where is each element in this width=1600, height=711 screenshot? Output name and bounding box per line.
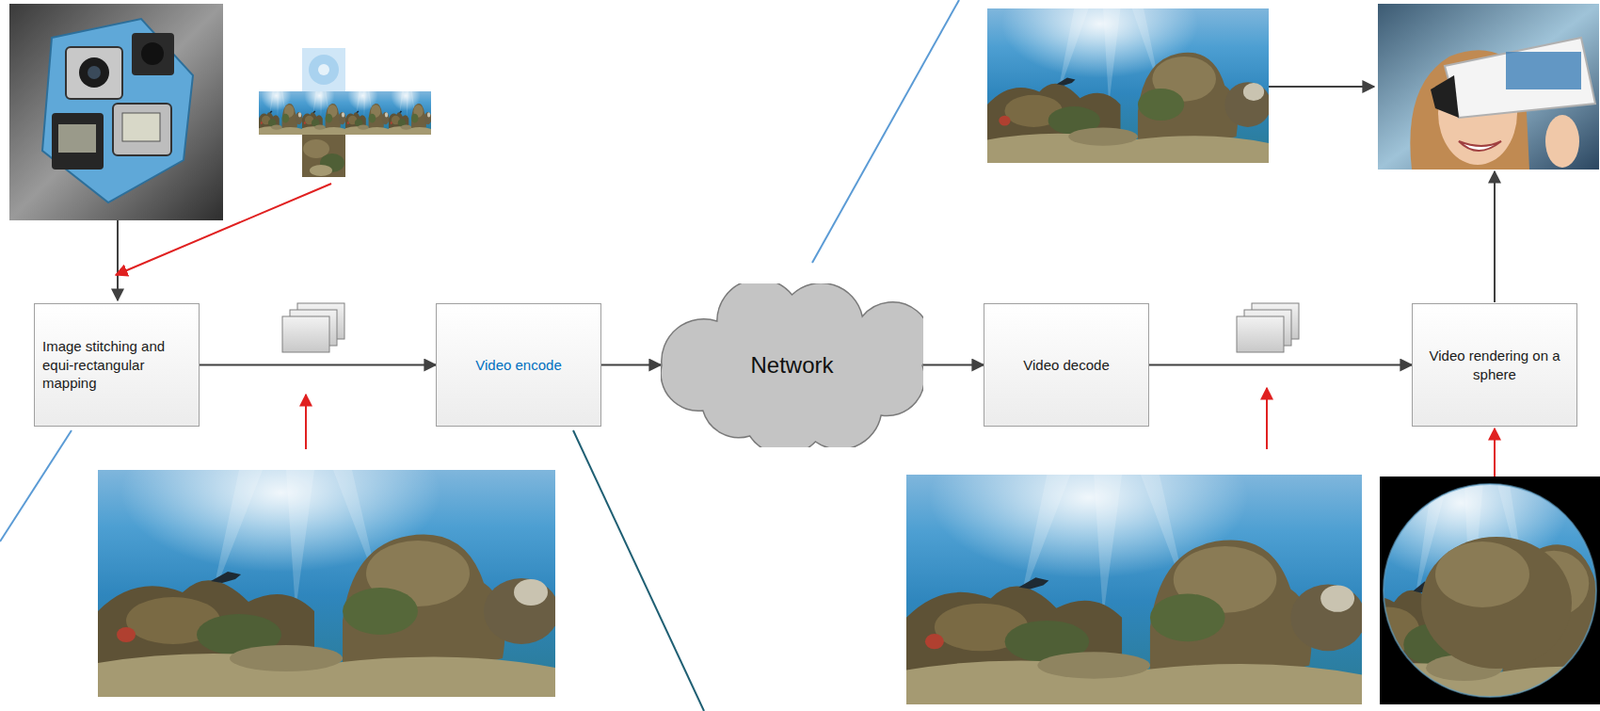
flow-arrow <box>923 364 984 367</box>
red-pointer <box>1265 387 1268 449</box>
flow-arrow <box>1493 171 1496 303</box>
flow-arrow <box>1268 85 1375 88</box>
node-label: Video encode <box>475 355 561 375</box>
red-pointer <box>1493 428 1496 477</box>
flow-arrow <box>601 364 661 367</box>
sphere-render <box>1336 476 1600 706</box>
process-box: Image stitching and equi-rectangular map… <box>33 303 200 427</box>
process-box: Video encode <box>435 303 602 427</box>
node-label: Network <box>750 350 833 380</box>
flow-arrow <box>116 220 119 301</box>
frame-stack <box>282 303 345 352</box>
node-label: Image stitching and equi-rectangular map… <box>42 336 192 393</box>
leader-line <box>573 430 704 711</box>
equirect-frame <box>906 474 1366 704</box>
red-pointer <box>115 183 332 275</box>
network-cloud: Network <box>660 283 924 448</box>
leader-line <box>0 430 72 542</box>
cube-map <box>258 48 432 177</box>
flow-arrow <box>1149 364 1412 367</box>
leader-line <box>812 0 960 263</box>
red-pointer <box>304 394 307 449</box>
viewport-frame <box>987 8 1271 163</box>
cloud-shape <box>660 283 924 448</box>
process-box: Video decode <box>983 303 1150 427</box>
frame-stack <box>1236 303 1299 352</box>
flow-arrow <box>199 364 436 367</box>
node-label: Video decode <box>1023 355 1109 375</box>
node-label: Video rendering on a sphere <box>1420 346 1569 384</box>
vr-viewer-photo <box>1377 3 1600 170</box>
camera-rig-photo <box>9 3 224 221</box>
equirect-frame <box>97 469 560 697</box>
process-box: Video rendering on a sphere <box>1411 303 1578 427</box>
